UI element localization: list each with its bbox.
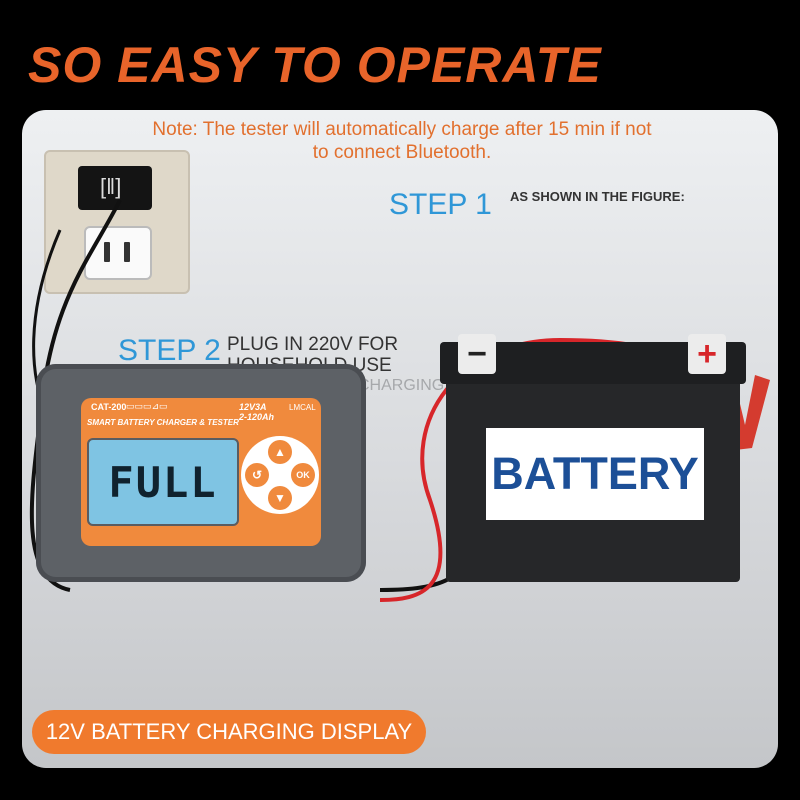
socket-slot bbox=[104, 242, 110, 262]
battery-label-text: BATTERY bbox=[491, 448, 699, 499]
battery-label: BATTERY bbox=[486, 428, 704, 520]
model-label: CAT-200 bbox=[91, 402, 127, 412]
step2-line1: PLUG IN 220V FOR bbox=[227, 334, 399, 355]
spec-block: 12V3A 2-120Ah bbox=[239, 402, 274, 422]
brand-label: LMCAL bbox=[289, 403, 316, 412]
product-name: SMART BATTERY CHARGER & TESTER bbox=[87, 418, 239, 427]
negative-terminal-icon: − bbox=[458, 334, 496, 374]
wall-outlet-icon: [‖] bbox=[44, 150, 190, 294]
up-arrow-icon[interactable]: ▲ bbox=[268, 440, 292, 464]
positive-terminal-icon: + bbox=[688, 334, 726, 374]
ok-button[interactable]: OK bbox=[291, 463, 315, 487]
keypad: ▲ ▼ ↺ OK bbox=[241, 436, 319, 514]
note-text: Note: The tester will automatically char… bbox=[152, 119, 652, 163]
step2-label: STEP 2 bbox=[118, 334, 221, 367]
socket-lower bbox=[84, 226, 152, 280]
battery-body: BATTERY bbox=[446, 380, 740, 582]
spec-range: 2-120Ah bbox=[239, 412, 275, 422]
back-icon[interactable]: ↺ bbox=[245, 463, 269, 487]
charger-device: CAT-200 ▭▭▭⊿▭ SMART BATTERY CHARGER & TE… bbox=[36, 364, 366, 582]
caption-pill: 12V BATTERY CHARGING DISPLAY bbox=[32, 710, 426, 754]
status-icons: ▭▭▭⊿▭ bbox=[126, 401, 168, 411]
plug-icon: [‖] bbox=[100, 174, 122, 199]
display-status: FULL bbox=[108, 457, 218, 507]
headline: SO EASY TO OPERATE bbox=[28, 37, 602, 93]
step1-label: STEP 1 bbox=[389, 188, 492, 221]
step1-text: AS SHOWN IN THE FIGURE: bbox=[510, 189, 685, 204]
battery: BATTERY − + bbox=[440, 334, 746, 582]
socket-slot bbox=[124, 242, 130, 262]
spec-voltage: 12V3A bbox=[239, 402, 267, 412]
charger-face: CAT-200 ▭▭▭⊿▭ SMART BATTERY CHARGER & TE… bbox=[81, 398, 321, 546]
lcd-display: FULL bbox=[87, 438, 239, 526]
down-arrow-icon[interactable]: ▼ bbox=[268, 486, 292, 510]
socket-upper: [‖] bbox=[78, 166, 152, 210]
